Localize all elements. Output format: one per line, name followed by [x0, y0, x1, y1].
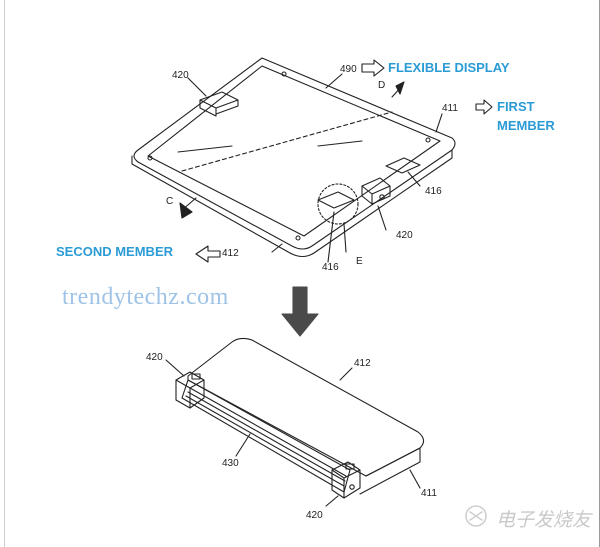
screen-reflection-2 — [317, 140, 363, 147]
section-arrow-c — [179, 202, 193, 219]
hinge-module-416-b — [317, 191, 355, 209]
leader-b412 — [339, 367, 353, 381]
leader-420-b — [377, 205, 387, 231]
folded-hinge-420-right — [331, 461, 361, 499]
leader-b420-a — [165, 359, 185, 377]
ref-c: C — [166, 196, 174, 207]
arrow-to-flexible-display — [361, 59, 385, 77]
leader-b411 — [409, 469, 421, 489]
ref-b430: 430 — [222, 458, 239, 469]
hinge-420-bottom — [361, 177, 391, 205]
leader-b420-b — [325, 495, 339, 507]
leader-490 — [325, 73, 343, 89]
section-arrow-d — [395, 81, 405, 95]
unfolded-body-thickness — [131, 149, 453, 258]
ref-490: 490 — [340, 64, 357, 75]
callout-first-member-line2: MEMBER — [497, 118, 555, 133]
screw-hole — [295, 235, 301, 241]
unfolded-device-drawing — [131, 57, 456, 263]
screw-hole — [147, 155, 153, 161]
flexible-display-panel — [147, 65, 441, 237]
ref-e: E — [356, 256, 363, 267]
leader-b430 — [235, 433, 251, 457]
fold-down-arrow — [281, 286, 319, 337]
ref-420-top-left: 420 — [172, 70, 189, 81]
ref-d: D — [378, 80, 386, 91]
folded-side-face — [359, 447, 421, 495]
ref-b420-bottom: 420 — [306, 510, 323, 521]
screen-reflection-1 — [177, 145, 233, 153]
watermark-text: trendytechz.com — [62, 284, 229, 310]
ref-b420-left: 420 — [146, 352, 163, 363]
detail-circle-e — [317, 183, 359, 225]
folded-hinge-420-left — [175, 371, 205, 409]
callout-second-member: SECOND MEMBER — [56, 244, 174, 259]
folded-device-drawing — [165, 337, 425, 507]
hinge-pin — [379, 194, 385, 200]
callout-flexible-display: FLEXIBLE DISPLAY — [388, 60, 510, 75]
ref-420-bottom-right: 420 — [396, 230, 413, 241]
leader-416-b — [327, 211, 335, 263]
folded-hinge-slot — [191, 373, 201, 380]
folded-spine-inner-1 — [189, 387, 347, 477]
hinge-module-416-a — [385, 157, 421, 174]
ref-416-bottom: 416 — [322, 262, 339, 273]
frame-edge-left — [4, 0, 5, 547]
arrow-to-second-member — [195, 245, 221, 263]
folded-spine-inner-2 — [187, 391, 346, 482]
ref-b412: 412 — [354, 358, 371, 369]
ref-412: 412 — [222, 248, 239, 259]
ref-b411: 411 — [421, 488, 437, 499]
folded-spine-inner-3 — [185, 395, 345, 487]
ref-411: 411 — [442, 103, 458, 114]
fold-line — [181, 111, 393, 172]
leader-420-a — [187, 77, 207, 97]
callout-first-member-line1: FIRST — [497, 99, 535, 114]
leader-412 — [271, 243, 283, 253]
source-logo-text: 电子发烧友 — [496, 509, 592, 531]
leader-e — [343, 223, 347, 253]
arrow-to-first-member — [475, 99, 493, 115]
hinge-420-top — [199, 91, 239, 117]
leader-411 — [435, 113, 443, 133]
leader-416-a — [407, 171, 421, 187]
screw-hole — [281, 71, 287, 77]
unfolded-body-outline — [133, 57, 456, 250]
source-logo — [465, 505, 487, 527]
folded-hinge-slot — [345, 463, 355, 470]
screw-hole — [425, 137, 431, 143]
ref-416-right: 416 — [425, 186, 442, 197]
folded-hinge-pin — [349, 484, 355, 490]
